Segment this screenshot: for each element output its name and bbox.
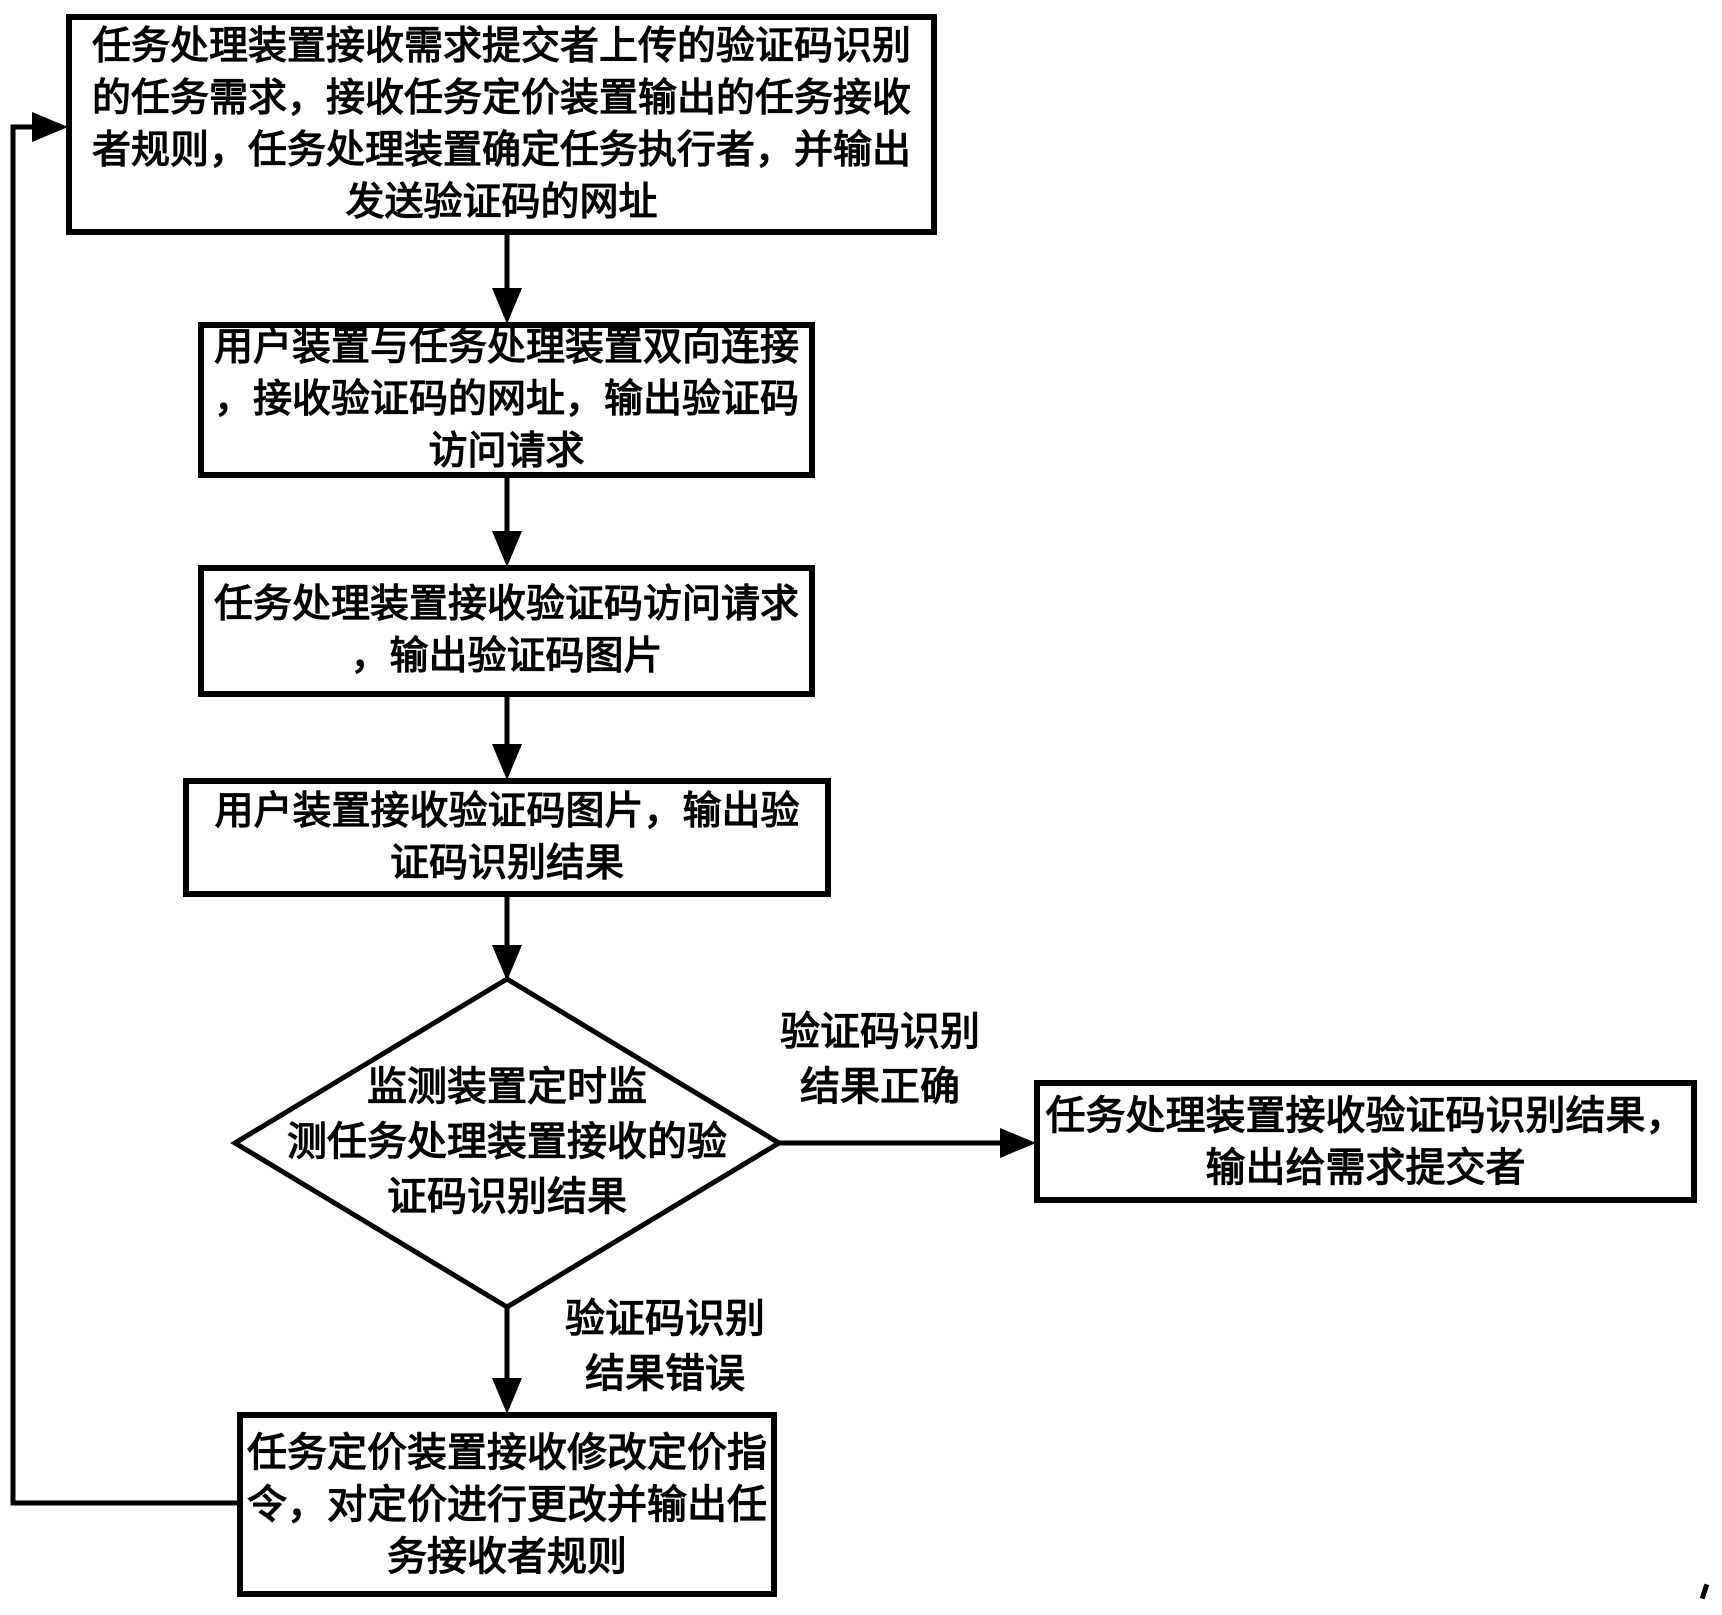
box-receive-task-line: 发送验证码的网址 [345,179,658,225]
box-user-recognize: 用户装置接收验证码图片，输出验 证码识别结果 [183,778,831,897]
box-output-image-line: 任务处理装置接收验证码访问请求 [213,582,799,627]
box-user-recognize-line: 用户装置接收验证码图片，输出验 [214,788,800,834]
branch-label-correct-line: 验证码识别 [780,1009,980,1055]
box-output-image-line: ，输出验证码图片 [350,634,663,679]
box-user-recognize-line: 证码识别结果 [389,840,624,886]
box-receive-task-line: 任务处理装置接收需求提交者上传的验证码识别 [91,23,911,69]
arrow-recognize-to-decision [492,897,522,981]
box-receive-task: 任务处理装置接收需求提交者上传的验证码识别 的任务需求，接收任务定价装置输出的任… [66,14,937,235]
decision-monitor-line: 监测装置定时监 [367,1064,647,1110]
box-pricing-update-line: 令，对定价进行更改并输出任 [247,1481,767,1528]
arrow-decision-to-submitter [779,1128,1036,1158]
box-output-submitter-line: 输出给需求提交者 [1205,1144,1526,1191]
box-pricing-update-line: 务接收者规则 [387,1533,627,1580]
box-user-connect-line: 用户装置与任务处理装置双向连接 [213,325,799,370]
branch-label-correct: 验证码识别 结果正确 [715,1005,1045,1115]
box-pricing-update-line: 任务定价装置接收修改定价指 [247,1429,767,1476]
branch-label-wrong: 验证码识别 结果错误 [500,1292,830,1402]
branch-label-wrong-line: 结果错误 [585,1351,745,1397]
box-user-connect: 用户装置与任务处理装置双向连接 ，接收验证码的网址，输出验证码 访问请求 [198,322,815,478]
box-user-connect-line: ，接收验证码的网址，输出验证码 [213,377,799,422]
arrow-connect-to-image [492,478,522,567]
arrow-start-to-connect [492,235,522,324]
decision-monitor-line: 证码识别结果 [387,1174,627,1220]
branch-label-correct-line: 结果正确 [800,1064,960,1110]
box-pricing-update: 任务定价装置接收修改定价指 令，对定价进行更改并输出任 务接收者规则 [237,1412,777,1597]
box-user-connect-line: 访问请求 [428,429,585,474]
arrow-decision-to-pricing [492,1307,522,1414]
box-receive-task-line: 者规则，任务处理装置确定任务执行者，并输出 [91,127,911,173]
box-output-submitter: 任务处理装置接收验证码识别结果， 输出给需求提交者 [1034,1080,1697,1203]
decision-monitor-text: 监测装置定时监 测任务处理装置接收的验 证码识别结果 [257,1060,757,1225]
box-output-image: 任务处理装置接收验证码访问请求 ，输出验证码图片 [198,565,815,697]
decision-monitor-line: 测任务处理装置接收的验 [287,1119,727,1165]
arrow-image-to-recognize [492,697,522,780]
box-receive-task-line: 的任务需求，接收任务定价装置输出的任务接收 [91,75,911,121]
branch-label-wrong-line: 验证码识别 [565,1296,765,1342]
box-output-submitter-line: 任务处理装置接收验证码识别结果， [1045,1092,1686,1139]
feedback-loop-line [10,112,237,1506]
